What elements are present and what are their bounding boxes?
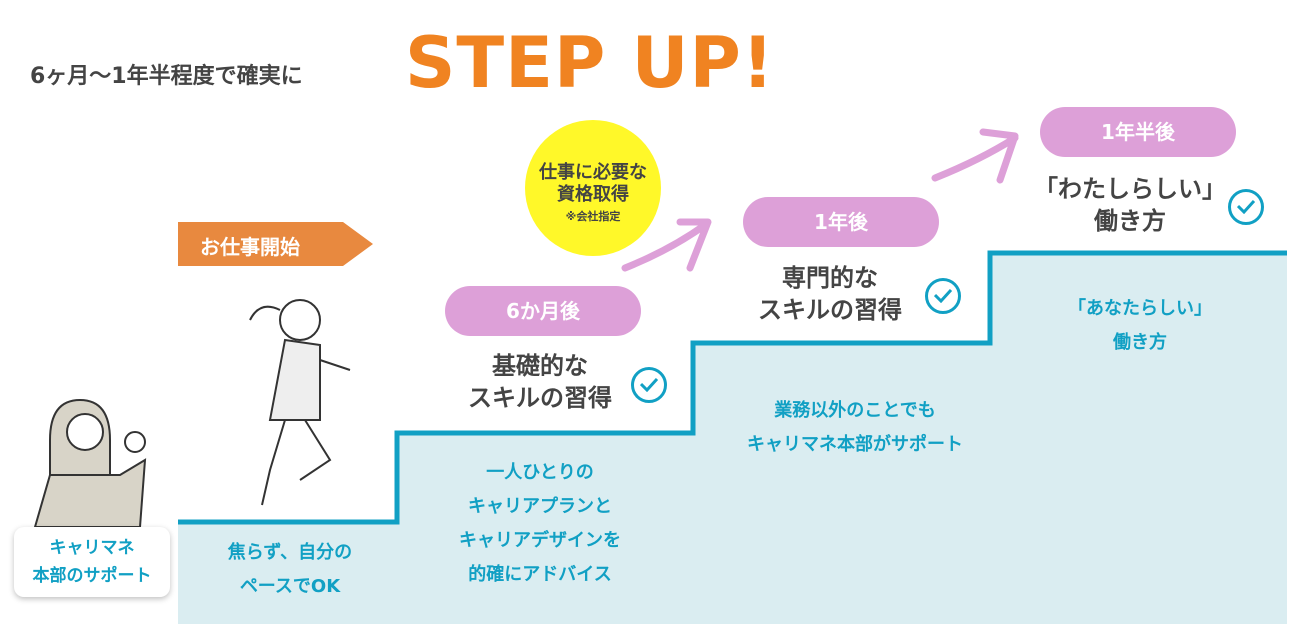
support-box: キャリマネ 本部のサポート bbox=[14, 527, 170, 597]
step4-title: 「わたしらしい」 働き方 bbox=[1020, 173, 1240, 237]
title-line: スキルの習得 bbox=[758, 296, 902, 324]
step4-desc: 「あなたらしい」 働き方 bbox=[1040, 292, 1240, 360]
check-icon bbox=[631, 367, 667, 403]
step3-title: 専門的な スキルの習得 bbox=[720, 262, 940, 326]
qualification-badge: 仕事に必要な 資格取得 ※会社指定 bbox=[525, 120, 661, 256]
desc-line: 一人ひとりの bbox=[486, 462, 594, 483]
desc-line: 業務以外のことでも bbox=[774, 400, 936, 421]
title-line: 「わたしらしい」 bbox=[1034, 175, 1226, 203]
supporter-woman-illustration bbox=[33, 398, 147, 528]
arrow-2 bbox=[931, 128, 1019, 184]
desc-line: キャリアデザインを bbox=[459, 530, 621, 551]
start-arrow-label: お仕事開始 bbox=[178, 222, 373, 266]
step3-desc: 業務以外のことでも キャリマネ本部がサポート bbox=[710, 394, 1000, 462]
title-line: スキルの習得 bbox=[468, 384, 612, 412]
support-line1: キャリマネ bbox=[49, 538, 135, 558]
step1-desc: 焦らず、自分の ペースでOK bbox=[200, 536, 380, 604]
desc-line: ペースでOK bbox=[239, 576, 341, 597]
arrow-1 bbox=[621, 218, 712, 272]
badge-line2: 資格取得 bbox=[557, 184, 629, 205]
pill-6-months: 6か月後 bbox=[445, 286, 641, 336]
desc-line: 働き方 bbox=[1113, 332, 1167, 353]
pill-1-year: 1年後 bbox=[743, 197, 939, 247]
start-label: お仕事開始 bbox=[200, 235, 300, 259]
title-line: 働き方 bbox=[1094, 207, 1166, 235]
stairs-line bbox=[178, 250, 1287, 525]
heading-step-up: STEP UP! bbox=[405, 22, 775, 104]
desc-line: 「あなたらしい」 bbox=[1068, 298, 1212, 319]
step2-desc: 一人ひとりの キャリアプランと キャリアデザインを 的確にアドバイス bbox=[420, 456, 660, 592]
badge-line1: 仕事に必要な bbox=[539, 162, 647, 183]
pill-1-5-years: 1年半後 bbox=[1040, 107, 1236, 157]
desc-line: キャリアプランと bbox=[468, 496, 612, 517]
desc-line: 的確にアドバイス bbox=[468, 564, 612, 585]
check-icon bbox=[1228, 189, 1264, 225]
check-icon bbox=[925, 278, 961, 314]
badge-note: ※会社指定 bbox=[565, 210, 621, 223]
running-woman-illustration bbox=[249, 299, 351, 506]
desc-line: キャリマネ本部がサポート bbox=[747, 434, 963, 455]
title-line: 専門的な bbox=[782, 264, 878, 292]
heading-lead: 6ヶ月〜1年半程度で確実に bbox=[30, 64, 303, 89]
step2-title: 基礎的な スキルの習得 bbox=[430, 350, 650, 414]
support-line2: 本部のサポート bbox=[32, 566, 152, 586]
stairs-fill bbox=[178, 253, 1287, 624]
title-line: 基礎的な bbox=[492, 352, 588, 380]
desc-line: 焦らず、自分の bbox=[227, 542, 353, 563]
